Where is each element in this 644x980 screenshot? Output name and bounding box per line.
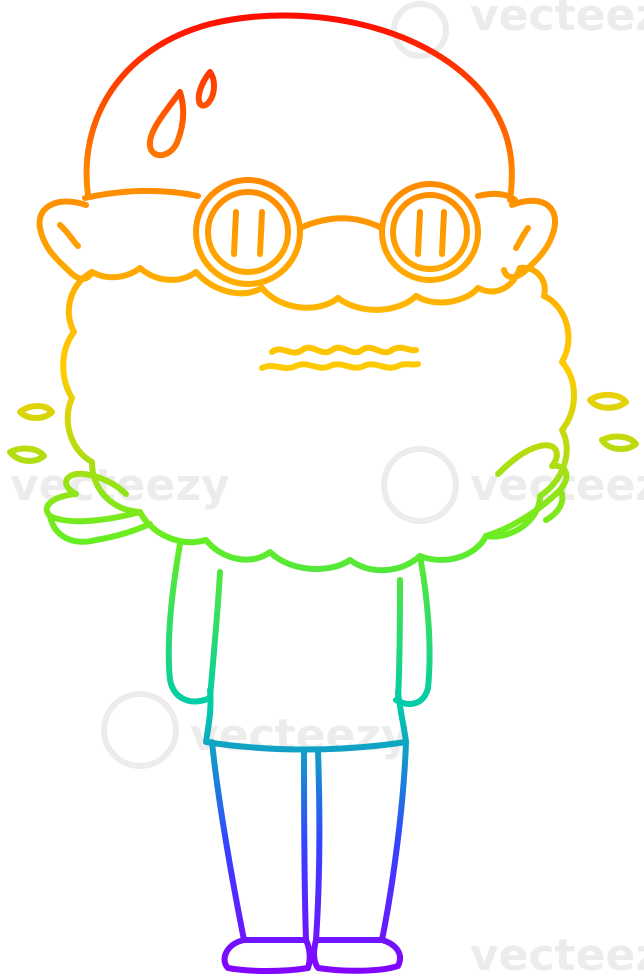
motion-mark-right (599, 433, 639, 452)
watermark-text: vecteezy (190, 710, 410, 761)
left-arm-inner (207, 569, 223, 701)
watermark-logo-icon (101, 691, 179, 769)
left-hand (43, 470, 153, 545)
watermark-logo-icon (391, 1, 449, 59)
inner-leg (313, 747, 323, 943)
left-glasses-lens-inner (205, 189, 291, 275)
right-glasses-lens-inner (390, 192, 470, 272)
glasses-strap (82, 187, 201, 201)
left-eye (231, 209, 265, 257)
left-shoe (221, 937, 313, 974)
watermark-text: vecteezy (470, 0, 644, 41)
right-hand (483, 442, 570, 539)
left-glasses-lens (193, 177, 303, 287)
right-ear (501, 197, 559, 280)
mouth (269, 344, 419, 356)
motion-mark-left (17, 403, 55, 421)
left-ear-inner (57, 222, 81, 249)
left-arm (165, 541, 213, 705)
head-outline (83, 12, 515, 203)
glasses-strap (475, 190, 518, 203)
left-ear (36, 198, 95, 282)
motion-mark-right (587, 392, 629, 411)
right-leg (379, 739, 409, 943)
right-glasses-lens (379, 181, 481, 283)
watermark-text: vecteezy (470, 930, 644, 980)
moustache (89, 265, 523, 313)
head-shine-small (195, 69, 217, 109)
beard-outline (60, 264, 577, 574)
right-eye (415, 209, 447, 257)
right-shoe (311, 937, 403, 974)
motion-mark-left (7, 445, 47, 464)
head-shine-large (146, 89, 187, 158)
right-arm-inner (395, 577, 403, 703)
right-ear-inner (513, 225, 531, 251)
glasses-bridge (297, 215, 385, 231)
mouth-lower (259, 361, 421, 371)
left-leg (209, 739, 247, 943)
inner-leg (301, 747, 309, 943)
right-arm (393, 553, 433, 707)
watermark-logo-icon (381, 446, 459, 524)
